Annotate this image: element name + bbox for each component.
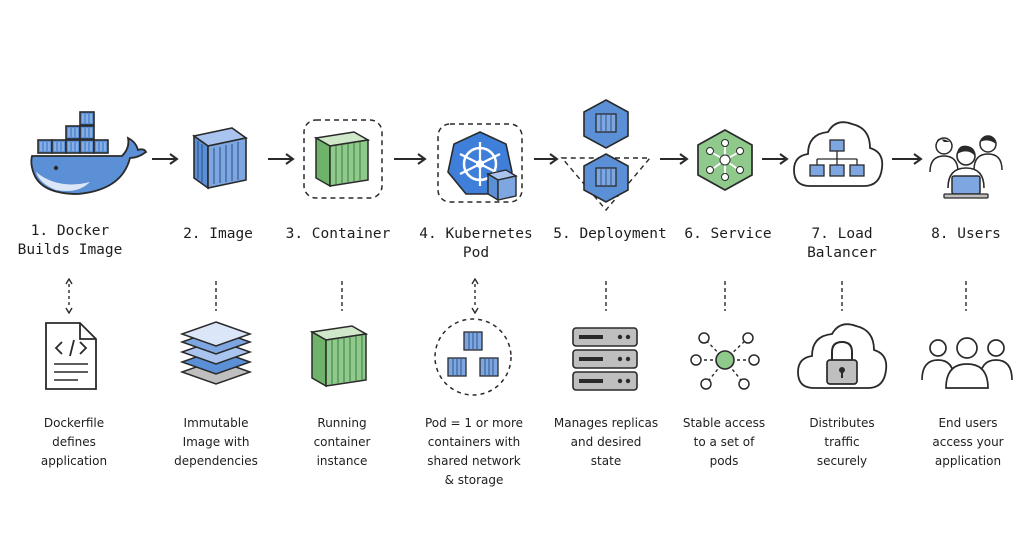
step-title: 7. Load Balancer: [807, 226, 877, 261]
step-title: 8. Users: [931, 226, 1001, 242]
users-laptop-icon: [929, 135, 1003, 199]
pod-group-icon: [434, 318, 512, 396]
step-title: 3. Container: [285, 226, 391, 242]
running-container-icon: [309, 325, 369, 388]
step-title: 4. Kubernetes Pod: [419, 226, 533, 261]
load-balancer-cloud-icon: [793, 121, 884, 187]
step-description: Distributes traffic securely: [809, 416, 875, 468]
step-description: Running container instance: [313, 416, 371, 468]
docker-whale-icon: [30, 111, 148, 195]
arrow-right-icon: [152, 153, 179, 165]
connector-line: [215, 281, 217, 311]
arrow-right-icon: [892, 153, 923, 165]
arrow-right-icon: [660, 153, 689, 165]
arrow-right-icon: [394, 153, 427, 165]
connector-line: [341, 281, 343, 311]
image-cube-icon: [192, 127, 248, 190]
arrow-right-icon: [268, 153, 295, 165]
cloud-lock-icon: [797, 323, 888, 389]
step-title: 5. Deployment: [553, 226, 667, 242]
layers-icon: [179, 321, 253, 385]
kubernetes-pod-icon: [437, 123, 523, 203]
container-icon: [303, 119, 383, 199]
arrow-right-icon: [762, 153, 789, 165]
service-hexagon-icon: [697, 129, 753, 191]
server-rack-icon: [572, 327, 638, 391]
step-title: 6. Service: [684, 226, 772, 242]
connector-line: [65, 278, 73, 314]
step-description: Manages replicas and desired state: [553, 416, 659, 468]
step-description: Immutable Image with dependencies: [174, 416, 258, 468]
step-title: 1. Docker Builds Image: [17, 223, 123, 258]
step-description: End users access your application: [932, 416, 1004, 468]
network-nodes-icon: [690, 332, 760, 390]
arrow-right-icon: [534, 153, 559, 165]
users-outline-icon: [921, 337, 1013, 389]
connector-line: [841, 281, 843, 311]
deployment-icon: [560, 99, 652, 212]
connector-line: [724, 281, 726, 311]
connector-line: [471, 278, 479, 314]
connector-line: [605, 281, 607, 311]
step-description: Pod = 1 or more containers with shared n…: [424, 416, 524, 487]
dockerfile-icon: [45, 322, 97, 390]
step-title: 2. Image: [183, 226, 253, 242]
connector-line: [965, 281, 967, 311]
step-description: Stable access to a set of pods: [682, 416, 766, 468]
step-description: Dockerfile defines application: [40, 416, 108, 468]
